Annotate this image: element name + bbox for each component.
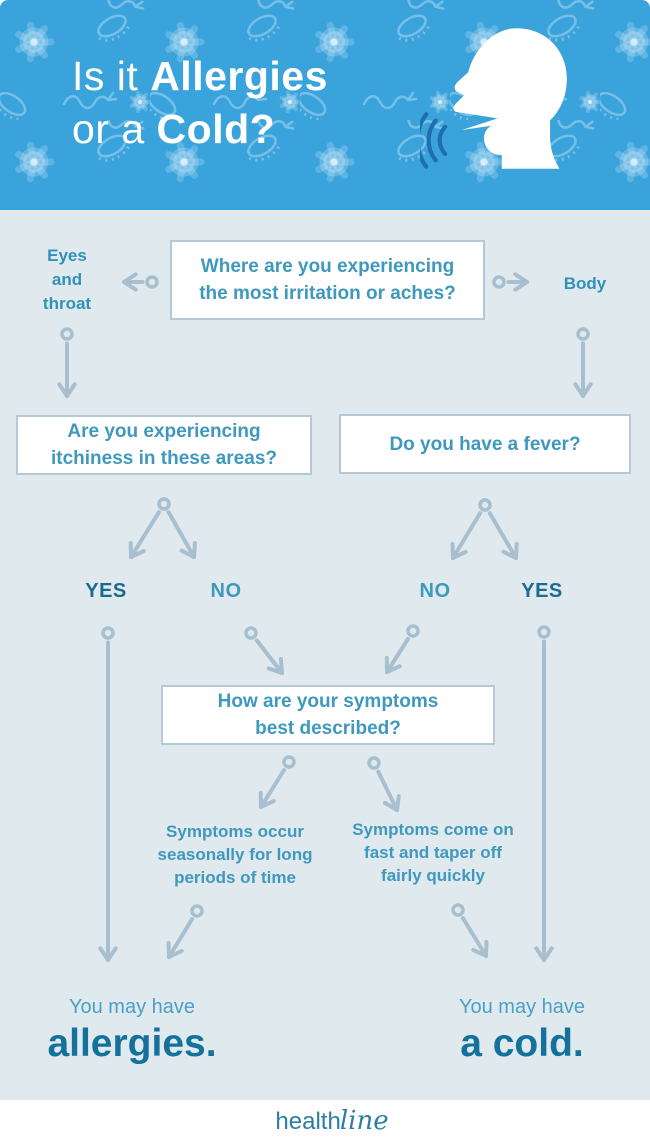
symptom-description-fast: Symptoms come on fast and taper off fair… — [352, 820, 514, 885]
footer: healthline — [0, 1100, 650, 1141]
arrow-q2r-to-no — [450, 498, 492, 560]
arrow-body-down — [573, 327, 593, 398]
arrow-to-body — [492, 272, 529, 292]
question-box-irritation: Where are you experiencing the most irri… — [170, 240, 485, 320]
sneezing-head-icon — [420, 28, 567, 169]
branch-label-eyes-throat: Eyes and throat — [42, 246, 92, 313]
arrow-q2l-to-yes — [128, 497, 171, 559]
branch-label-body: Body — [563, 274, 607, 293]
arrow-desc-left-to-result — [166, 904, 204, 959]
arrow-q2r-to-yes — [478, 498, 519, 560]
result-diagnosis: a cold. — [460, 1022, 584, 1065]
question-text: How are your symptoms best described? — [217, 691, 439, 739]
logo-text-regular: health — [275, 1107, 341, 1135]
result-prefix: You may have — [68, 996, 195, 1018]
question-text: Do you have a fever? — [389, 433, 581, 455]
symptom-description-seasonal: Symptoms occur seasonally for long perio… — [157, 822, 313, 887]
question-text: Where are you experiencing the most irri… — [199, 256, 456, 304]
flow-arrows — [57, 272, 593, 962]
title-line-2: or a Cold? — [72, 106, 276, 152]
arrow-yes-left-long — [98, 626, 118, 962]
result-prefix: You may have — [458, 996, 585, 1018]
result-diagnosis: allergies. — [47, 1022, 217, 1065]
question-box-itchiness: Are you experiencing itchiness in these … — [16, 415, 312, 475]
arrow-to-eyes-throat — [122, 272, 159, 292]
answer-yes-right: YES — [521, 580, 563, 602]
soundwave-icon — [420, 112, 448, 169]
header-banner: Is it Allergies or a Cold? — [0, 0, 650, 210]
arrow-yes-right-long — [534, 625, 554, 962]
answer-no-right: NO — [419, 580, 451, 602]
question-box-symptoms: How are your symptoms best described? — [161, 685, 495, 745]
arrow-q3-to-right-desc — [367, 756, 401, 812]
arrow-desc-right-to-result — [451, 903, 489, 958]
page-title: Is it Allergies or a Cold? — [72, 50, 328, 156]
result-cold: You may have a cold. — [417, 994, 627, 1066]
arrow-eyes-down — [57, 327, 77, 398]
arrow-no-left-to-q3 — [244, 626, 284, 675]
healthline-logo: healthline — [261, 1106, 388, 1136]
arrow-no-right-to-q3 — [384, 624, 420, 674]
arrow-q2l-to-no — [157, 497, 197, 559]
answer-no-left: NO — [210, 580, 242, 602]
arrow-q3-to-left-desc — [258, 755, 296, 809]
answer-yes-left: YES — [85, 580, 127, 602]
question-text: Are you experiencing itchiness in these … — [51, 421, 277, 469]
logo-text-script: line — [339, 1105, 389, 1136]
question-box-fever: Do you have a fever? — [339, 414, 631, 474]
flowchart: Where are you experiencing the most irri… — [0, 210, 650, 1100]
title-line-1: Is it Allergies — [72, 53, 328, 99]
result-allergies: You may have allergies. — [27, 994, 237, 1066]
